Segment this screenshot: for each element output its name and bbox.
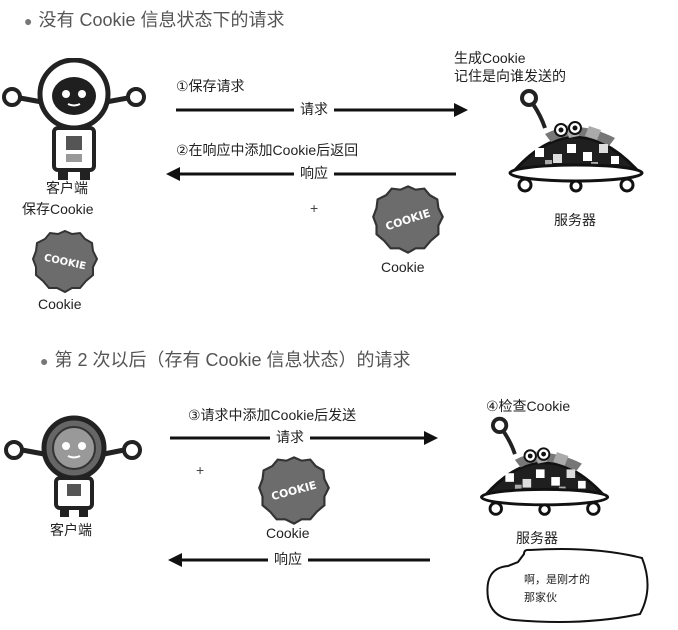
request-label: 请求 (270, 427, 310, 447)
bullet-icon: ● (40, 353, 49, 369)
client-robot-icon (2, 58, 146, 180)
step4-label: ④检查Cookie (486, 398, 571, 414)
plus-sign: + (196, 462, 205, 478)
client-robot-icon (4, 415, 142, 517)
section1-heading: ●没有 Cookie 信息状态下的请求 (24, 10, 285, 30)
section2-heading: ●第 2 次以后（存有 Cookie 信息状态）的请求 (40, 350, 411, 370)
step2-label: ②在响应中添加Cookie后返回 (176, 142, 359, 158)
speech-bubble-text: 啊，是刚才的 那家伙 (524, 573, 590, 604)
client-save-cookie-label: 保存Cookie (22, 201, 94, 217)
mid-cookie-label: Cookie (381, 259, 425, 275)
server-label: 服务器 (554, 212, 596, 228)
request-label: 请求 (294, 99, 334, 119)
client-label: 客户端 (50, 522, 92, 538)
client-label: 客户端 (46, 180, 88, 196)
cookie-label: Cookie (266, 525, 310, 541)
step3-label: ③请求中添加Cookie后发送 (188, 407, 357, 423)
response-arrow: 响应 (166, 162, 456, 186)
server-robot-icon (480, 416, 610, 516)
server-label: 服务器 (516, 530, 558, 546)
server-robot-icon (508, 89, 644, 193)
bullet-icon: ● (24, 13, 33, 29)
speech-bubble (486, 548, 649, 623)
plus-sign: + (310, 200, 319, 216)
response-arrow: 响应 (168, 548, 430, 572)
request-arrow: 请求 (170, 426, 438, 450)
server-note-line1: 生成Cookie (454, 50, 526, 66)
cookie-icon: COOKIE (372, 185, 444, 254)
response-label: 响应 (294, 163, 334, 183)
request-arrow: 请求 (176, 98, 468, 122)
response-label: 响应 (268, 549, 308, 569)
client-cookie-label: Cookie (38, 296, 82, 312)
cookie-icon: COOKIE (258, 456, 330, 525)
cookie-icon: COOKIE (31, 229, 99, 294)
step1-label: ①保存请求 (176, 78, 245, 94)
server-note-line2: 记住是向谁发送的 (454, 68, 566, 84)
